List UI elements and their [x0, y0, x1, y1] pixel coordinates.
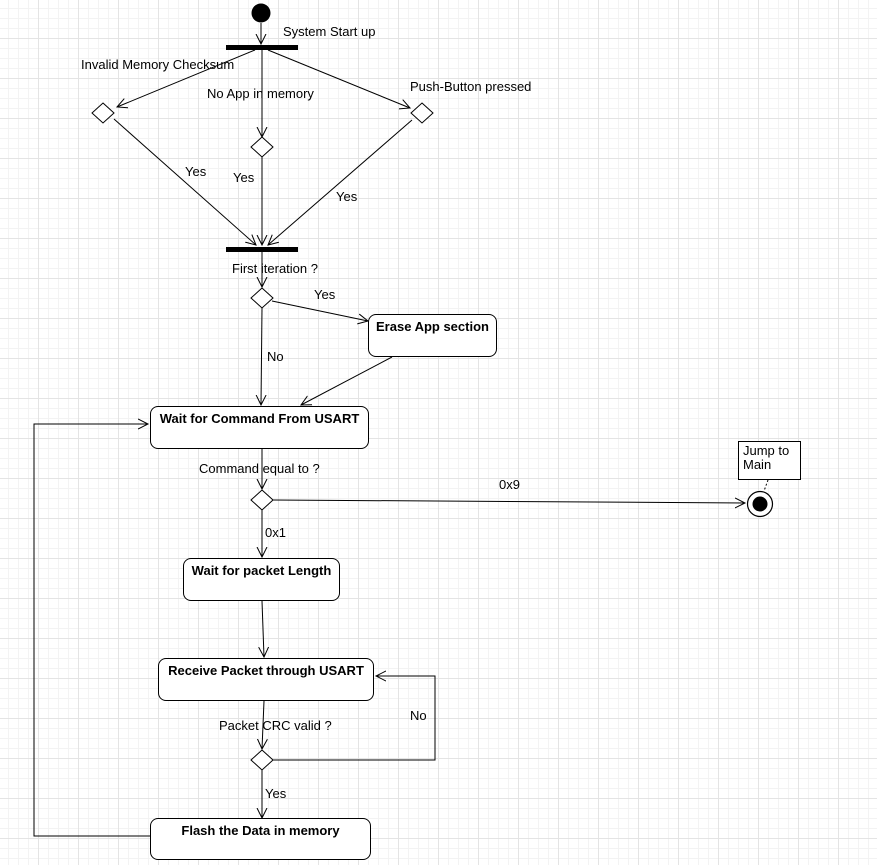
label-opt-0x1: 0x1 — [265, 525, 286, 540]
edge-fork-left — [117, 49, 256, 107]
label-system-startup: System Start up — [283, 24, 376, 39]
edge-first-wait — [261, 307, 262, 405]
fork-bar — [226, 45, 298, 50]
edge-right-join — [268, 119, 413, 245]
note-line-2: Main — [743, 457, 772, 472]
edge-fork-right — [267, 49, 410, 108]
label-invalid-checksum: Invalid Memory Checksum — [81, 57, 235, 72]
label-crc-yes: Yes — [265, 786, 287, 801]
edge-receive-crc — [262, 700, 264, 749]
label-no-first: No — [267, 349, 284, 364]
edge-flash-loop — [33, 424, 150, 837]
end-node-inner — [752, 496, 768, 512]
decision-push-button — [410, 102, 434, 124]
label-yes-mid: Yes — [233, 170, 255, 185]
label-yes-right: Yes — [336, 189, 358, 204]
join-bar — [226, 247, 298, 252]
label-crc-valid: Packet CRC valid ? — [219, 718, 332, 733]
decision-invalid-checksum — [91, 102, 115, 124]
decision-first-iteration — [250, 287, 274, 309]
decision-crc — [250, 749, 274, 771]
note-jump-main: Jump to Main — [738, 441, 801, 480]
decision-no-app — [250, 136, 274, 158]
start-node — [251, 3, 271, 23]
label-push-button: Push-Button pressed — [410, 79, 532, 94]
label-command-equal: Command equal to ? — [199, 461, 320, 476]
label-first-iteration: First iteration ? — [232, 261, 318, 276]
label-yes-erase: Yes — [314, 287, 336, 302]
edge-left-join — [113, 118, 256, 245]
label-no-app: No App in memory — [207, 86, 314, 101]
edge-erase-wait — [301, 356, 393, 405]
note-connector — [763, 479, 769, 492]
note-line-1: Jump to — [743, 443, 790, 458]
edge-length-receive — [262, 600, 264, 657]
node-flash-data: Flash the Data in memory — [150, 818, 371, 860]
label-crc-no: No — [410, 708, 427, 723]
decision-command — [250, 489, 274, 511]
node-erase-app: Erase App section — [368, 314, 497, 357]
edge-first-erase — [271, 300, 368, 321]
label-opt-0x9: 0x9 — [499, 477, 520, 492]
edge-command-end — [272, 500, 745, 503]
label-yes-left: Yes — [185, 164, 207, 179]
node-receive-packet: Receive Packet through USART — [158, 658, 374, 701]
node-wait-command: Wait for Command From USART — [150, 406, 369, 449]
edge-crc-no-loop — [273, 676, 436, 761]
node-wait-length: Wait for packet Length — [183, 558, 340, 601]
